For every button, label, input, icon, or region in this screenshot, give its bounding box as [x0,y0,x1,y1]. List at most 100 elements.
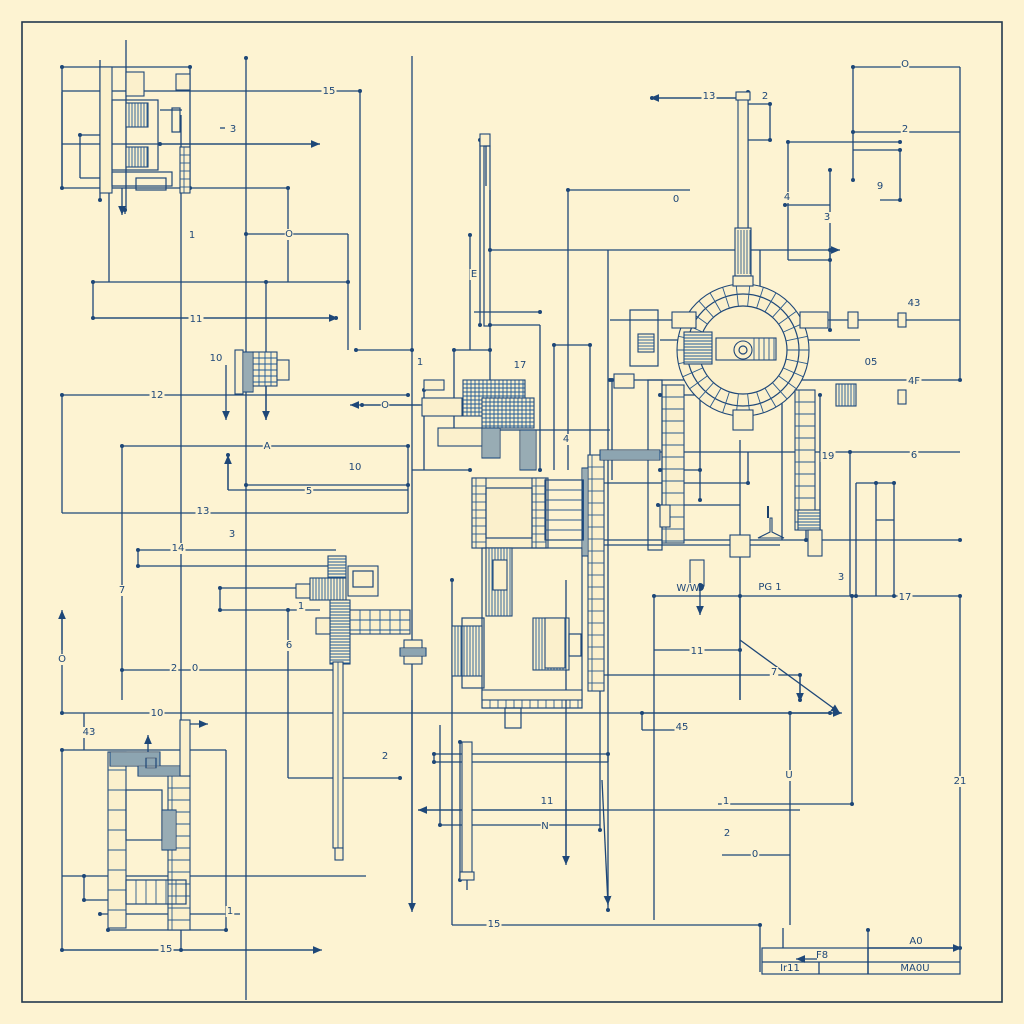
junction-dot [106,928,110,932]
central-hatched-block [421,379,537,471]
junction-dot [468,468,472,472]
tb-cell-4: A0 [909,936,922,947]
junction-dot [120,668,124,672]
dimension-label: 1 [227,906,233,917]
junction-dot [98,198,102,202]
mechanical-components [99,66,907,931]
dimension-label: 7 [119,585,125,596]
dimension-label: 11 [190,314,203,325]
junction-dot [658,468,662,472]
junction-dot [450,578,454,582]
dimension-label: 15 [323,86,336,97]
dimension-label: 3 [838,572,844,583]
junction-dot [850,802,854,806]
dimension-label: 19 [822,451,835,462]
junction-dot [738,594,742,598]
dimension-label: O [901,59,909,70]
dimension-label: 17 [514,360,527,371]
dimension-label: 4 [563,434,569,445]
junction-dot [850,594,854,598]
junction-dot [848,450,852,454]
dimension-label: W/W [676,583,699,594]
junction-dot [656,503,660,507]
junction-dot [738,648,742,652]
dimension-label: 1 [723,796,729,807]
junction-dot [136,564,140,568]
dimension-label: PG 1 [758,582,781,593]
junction-dot [438,823,442,827]
dimension-label: 05 [865,357,878,368]
dimension-label: 15 [160,944,173,955]
junction-dot [452,348,456,352]
junction-dot [606,752,610,756]
junction-dot [854,594,858,598]
junction-dot [60,711,64,715]
junction-dot [346,280,350,284]
dimension-label: 0 [673,194,679,205]
junction-dot [406,393,410,397]
dimension-label: 9 [877,181,883,192]
dimension-label: 2 [762,91,768,102]
junction-dot [892,481,896,485]
dimension-label: 0 [752,849,758,860]
dimension-label: E [471,269,477,280]
junction-dot [538,310,542,314]
junction-dot [406,444,410,448]
dimension-label: 21 [954,776,967,787]
junction-dot [958,538,962,542]
dimension-label: 43 [908,298,921,309]
dimension-label: 2 [902,124,908,135]
junction-dot [468,233,472,237]
junction-dot [851,178,855,182]
junction-dot [78,133,82,137]
dimension-label: 6 [911,450,917,461]
vertical-rod-center [459,741,475,890]
tb-cell-1: Ir11 [780,963,800,974]
junction-dot [488,348,492,352]
dimension-label: 2 [171,663,177,674]
dimension-label: 7 [771,667,777,678]
border-frame [21,21,1003,1003]
junction-dot [866,928,870,932]
junction-dot [898,148,902,152]
dimension-label: 10 [349,462,362,473]
dimension-label: 3 [230,124,236,135]
junction-dot [60,748,64,752]
dimension-label: 17 [899,592,912,603]
junction-dot [758,923,762,927]
junction-dot [610,378,614,382]
dimension-label: 0 [192,663,198,674]
junction-dot [410,348,414,352]
dimension-label: 12 [151,390,164,401]
central-main-housing [471,467,603,557]
junction-dot [406,483,410,487]
junction-dot [552,343,556,347]
tb-cell-3: MA0U [900,963,929,974]
wheel-right-ladder [659,389,823,591]
junction-dot [566,188,570,192]
junction-dot [136,548,140,552]
top-left-assembly [99,66,191,194]
junction-dot [82,874,86,878]
dimension-label: 6 [286,640,292,651]
junction-dot [458,740,462,744]
junction-dot [818,393,822,397]
lower-left-assembly [107,719,191,931]
junction-dot [658,393,662,397]
dimension-label: 1 [417,357,423,368]
junction-dot [652,594,656,598]
dimension-label: O [58,654,66,665]
dimension-label: O [381,400,389,411]
arrow-icon [601,779,612,906]
junction-dot [286,186,290,190]
dimension-label: 13 [703,91,716,102]
junction-dot [264,280,268,284]
junction-dot [82,898,86,902]
dimension-label: 11 [691,646,704,657]
junction-dot [123,208,127,212]
junction-dot [538,468,542,472]
